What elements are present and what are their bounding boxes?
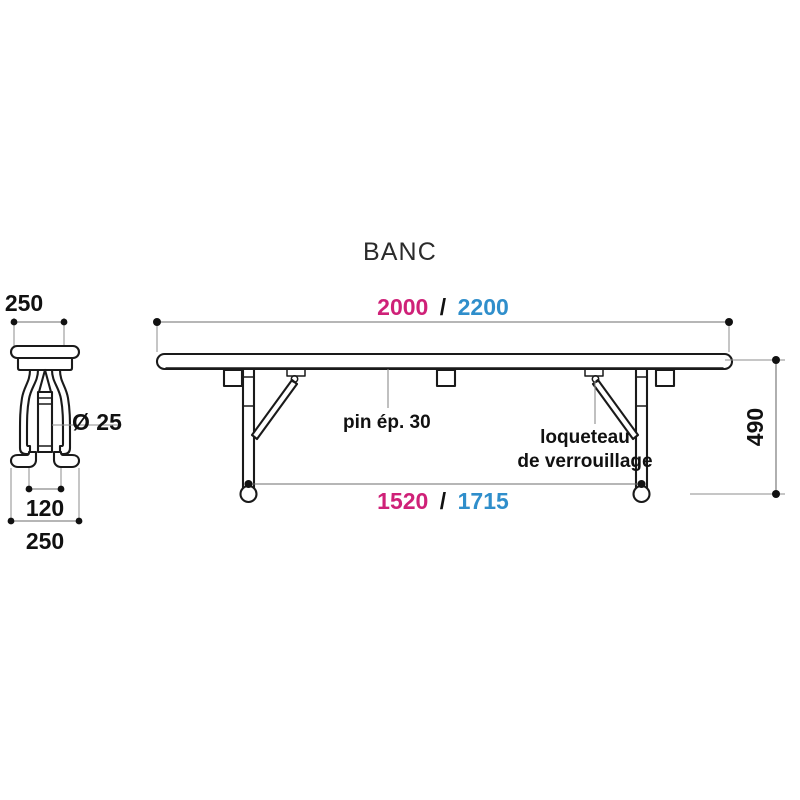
dim-dot — [60, 318, 68, 326]
seat-height-label: 490 — [742, 408, 768, 446]
folding-brace-left — [250, 378, 299, 441]
leg-assembly-left — [239, 367, 306, 504]
foot-rail-right — [52, 450, 81, 469]
mounting-bracket-3 — [654, 368, 676, 388]
dim-dot — [637, 480, 646, 488]
foot-inner-width-label: 120 — [26, 495, 64, 521]
overall-length-variant-a: 2000 — [377, 294, 428, 320]
leg-section-right — [50, 368, 72, 456]
dim-dot — [75, 517, 83, 525]
leg-section-left — [18, 368, 40, 456]
page-title: BANC — [363, 238, 437, 266]
mounting-bracket-2 — [435, 368, 457, 388]
dim-dot — [7, 517, 15, 525]
leg-spacing-variant-b: 1715 — [458, 488, 509, 514]
locking-latch-note-line-2: de verrouillage — [517, 451, 652, 472]
dim-dot — [153, 318, 161, 326]
leg-spacing-label-group: 1520 / 1715 — [377, 488, 509, 514]
center-post-section — [36, 390, 54, 454]
locking-latch-note-line-1: loqueteau — [540, 427, 630, 448]
under-slab-rail-section — [16, 356, 74, 372]
dim-dot — [725, 318, 733, 326]
dimension-tube-diameter: Ø 25 — [52, 409, 122, 435]
dim-dot — [772, 356, 780, 364]
leg-foot-right — [632, 484, 651, 504]
latch-catch-left — [286, 369, 306, 377]
dimension-seat-height-490: 490 — [690, 356, 785, 498]
tube-diameter-label: Ø 25 — [72, 409, 122, 435]
center-gusset-section — [37, 368, 53, 394]
seat-slab-elevation — [155, 352, 734, 371]
annotation-locking-latch: loqueteau de verrouillage — [517, 381, 653, 472]
overall-length-variant-b: 2200 — [458, 294, 509, 320]
dimension-foot-outer-250: 250 — [7, 468, 83, 554]
dimension-leg-spacing: 1520 / 1715 — [244, 480, 646, 514]
dim-dot — [57, 485, 65, 493]
cross-section-view: 250 Ø 25 120 — [5, 290, 122, 554]
latch-catch-right — [584, 369, 604, 377]
leg-assembly-right — [584, 367, 651, 504]
leg-spacing-variant-a: 1520 — [377, 488, 428, 514]
leg-spacing-separator: / — [440, 488, 447, 514]
mounting-bracket-1 — [222, 368, 244, 388]
leg-tube-left — [241, 367, 256, 491]
folding-brace-right — [591, 378, 640, 441]
foot-rail-left — [9, 450, 38, 469]
leg-foot-left — [239, 484, 258, 504]
top-material-note-line-1: pin ép. 30 — [343, 412, 431, 433]
dimension-foot-inner-120: 120 — [25, 468, 65, 521]
seat-slab-section — [9, 344, 81, 360]
dim-dot — [244, 480, 253, 488]
cross-section-top-width-label: 250 — [5, 290, 43, 316]
elevation-view: 2000 / 2200 — [153, 294, 785, 514]
dim-dot — [772, 490, 780, 498]
overall-length-separator: / — [440, 294, 447, 320]
dimension-top-width-250: 250 — [5, 290, 68, 352]
dim-dot — [10, 318, 18, 326]
overall-length-label-group: 2000 / 2200 — [377, 294, 509, 320]
foot-outer-width-label: 250 — [26, 528, 64, 554]
annotation-top-material: pin ép. 30 — [343, 369, 431, 433]
dimension-overall-length: 2000 / 2200 — [153, 294, 733, 352]
dim-dot — [25, 485, 33, 493]
